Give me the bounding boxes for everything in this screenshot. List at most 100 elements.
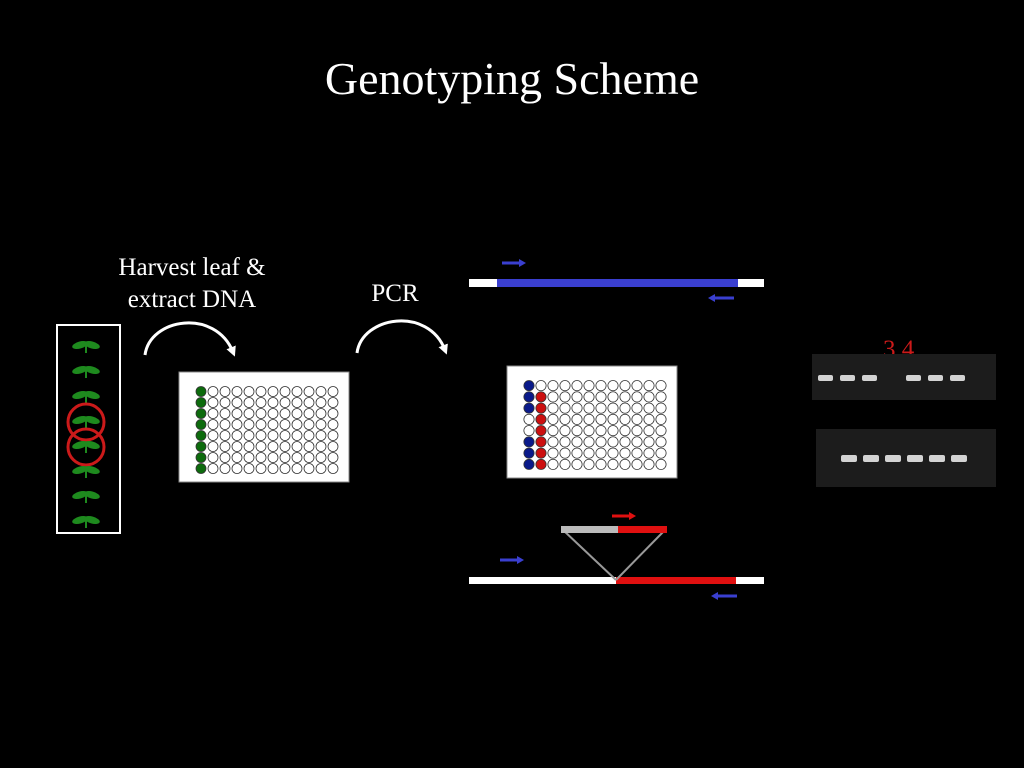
plate-well	[219, 408, 231, 419]
plate-well	[619, 391, 631, 403]
plate-well	[607, 425, 619, 437]
plate-well	[279, 452, 291, 463]
wildtype-locus	[469, 259, 764, 302]
pcr-curved-arrow	[355, 319, 448, 355]
slide-title: Genotyping Scheme	[324, 53, 700, 104]
plate-well	[327, 463, 339, 474]
plate-well	[255, 419, 267, 430]
plate-well	[267, 441, 279, 452]
plate-well	[523, 458, 535, 470]
plate-well	[327, 452, 339, 463]
plate-well	[559, 380, 571, 392]
plate-well	[207, 430, 219, 441]
plate-well	[279, 386, 291, 397]
plate-well	[547, 447, 559, 459]
plate-well	[643, 447, 655, 459]
plate-well	[571, 391, 583, 403]
plant-seedling	[66, 427, 106, 467]
plate-well	[655, 447, 667, 459]
plate-well	[279, 430, 291, 441]
plate-well	[523, 391, 535, 403]
gel-band	[906, 375, 921, 381]
insert-forward-primer	[612, 512, 636, 520]
plate-well	[243, 408, 255, 419]
gel-band	[840, 375, 855, 381]
plate-well	[595, 436, 607, 448]
plate-well	[547, 425, 559, 437]
plate-well	[243, 463, 255, 474]
insert-left-line	[562, 529, 617, 581]
plate-well	[655, 436, 667, 448]
plate-well	[595, 425, 607, 437]
plate-well	[523, 380, 535, 392]
plate-well	[195, 452, 207, 463]
plate-well	[583, 413, 595, 425]
plate-well	[279, 419, 291, 430]
plate-well	[255, 386, 267, 397]
plate-well	[571, 413, 583, 425]
plate-well	[643, 402, 655, 414]
harvest-curved-arrow	[143, 321, 236, 357]
plate-well	[279, 397, 291, 408]
plate-well	[195, 397, 207, 408]
plate-well	[535, 413, 547, 425]
insertion-reverse-primer	[711, 592, 737, 600]
plate-well	[303, 430, 315, 441]
plate-well	[535, 391, 547, 403]
plate-well	[279, 408, 291, 419]
plate-well	[315, 419, 327, 430]
plate-well	[607, 413, 619, 425]
plate-well	[583, 391, 595, 403]
plate-well	[631, 402, 643, 414]
plate-well	[583, 425, 595, 437]
plate-well	[195, 430, 207, 441]
plate-well	[231, 441, 243, 452]
plate-well	[207, 463, 219, 474]
plate-well	[631, 425, 643, 437]
plate-well	[655, 413, 667, 425]
plate-well	[559, 402, 571, 414]
gel-band	[885, 455, 901, 462]
gel-band	[929, 455, 945, 462]
gel-band	[841, 455, 857, 462]
wildtype-reverse-primer	[708, 294, 734, 302]
plate-well	[571, 402, 583, 414]
plate-well	[291, 397, 303, 408]
pcr-label: PCR	[371, 280, 419, 307]
plate-well	[559, 436, 571, 448]
plate-well	[291, 452, 303, 463]
plate-well	[291, 419, 303, 430]
plate-well	[535, 447, 547, 459]
harvest-label-line2: extract DNA	[127, 286, 257, 313]
insertion-locus	[469, 512, 764, 600]
gel-band	[950, 375, 965, 381]
plate-well	[327, 386, 339, 397]
plate-well	[535, 436, 547, 448]
plate-well	[207, 397, 219, 408]
plate-well	[643, 425, 655, 437]
plate-well	[315, 463, 327, 474]
insert-right-line	[615, 529, 666, 581]
bottom-gel-bands	[841, 455, 967, 462]
plate-well	[231, 386, 243, 397]
plate-well	[523, 447, 535, 459]
plate-well	[267, 419, 279, 430]
plate-well	[655, 458, 667, 470]
plate-well	[267, 430, 279, 441]
plate-well	[595, 402, 607, 414]
plate-well	[195, 419, 207, 430]
plate-well	[267, 452, 279, 463]
plate-well	[547, 380, 559, 392]
plate-well	[303, 452, 315, 463]
plate-well	[655, 391, 667, 403]
plate-well	[231, 463, 243, 474]
plate-well	[643, 436, 655, 448]
plate-well	[607, 447, 619, 459]
plate-well	[595, 458, 607, 470]
plate-well	[315, 397, 327, 408]
insertion-forward-primer	[500, 556, 524, 564]
plate-well	[207, 408, 219, 419]
gel-band	[818, 375, 833, 381]
plate-well	[643, 413, 655, 425]
plate-well	[195, 386, 207, 397]
